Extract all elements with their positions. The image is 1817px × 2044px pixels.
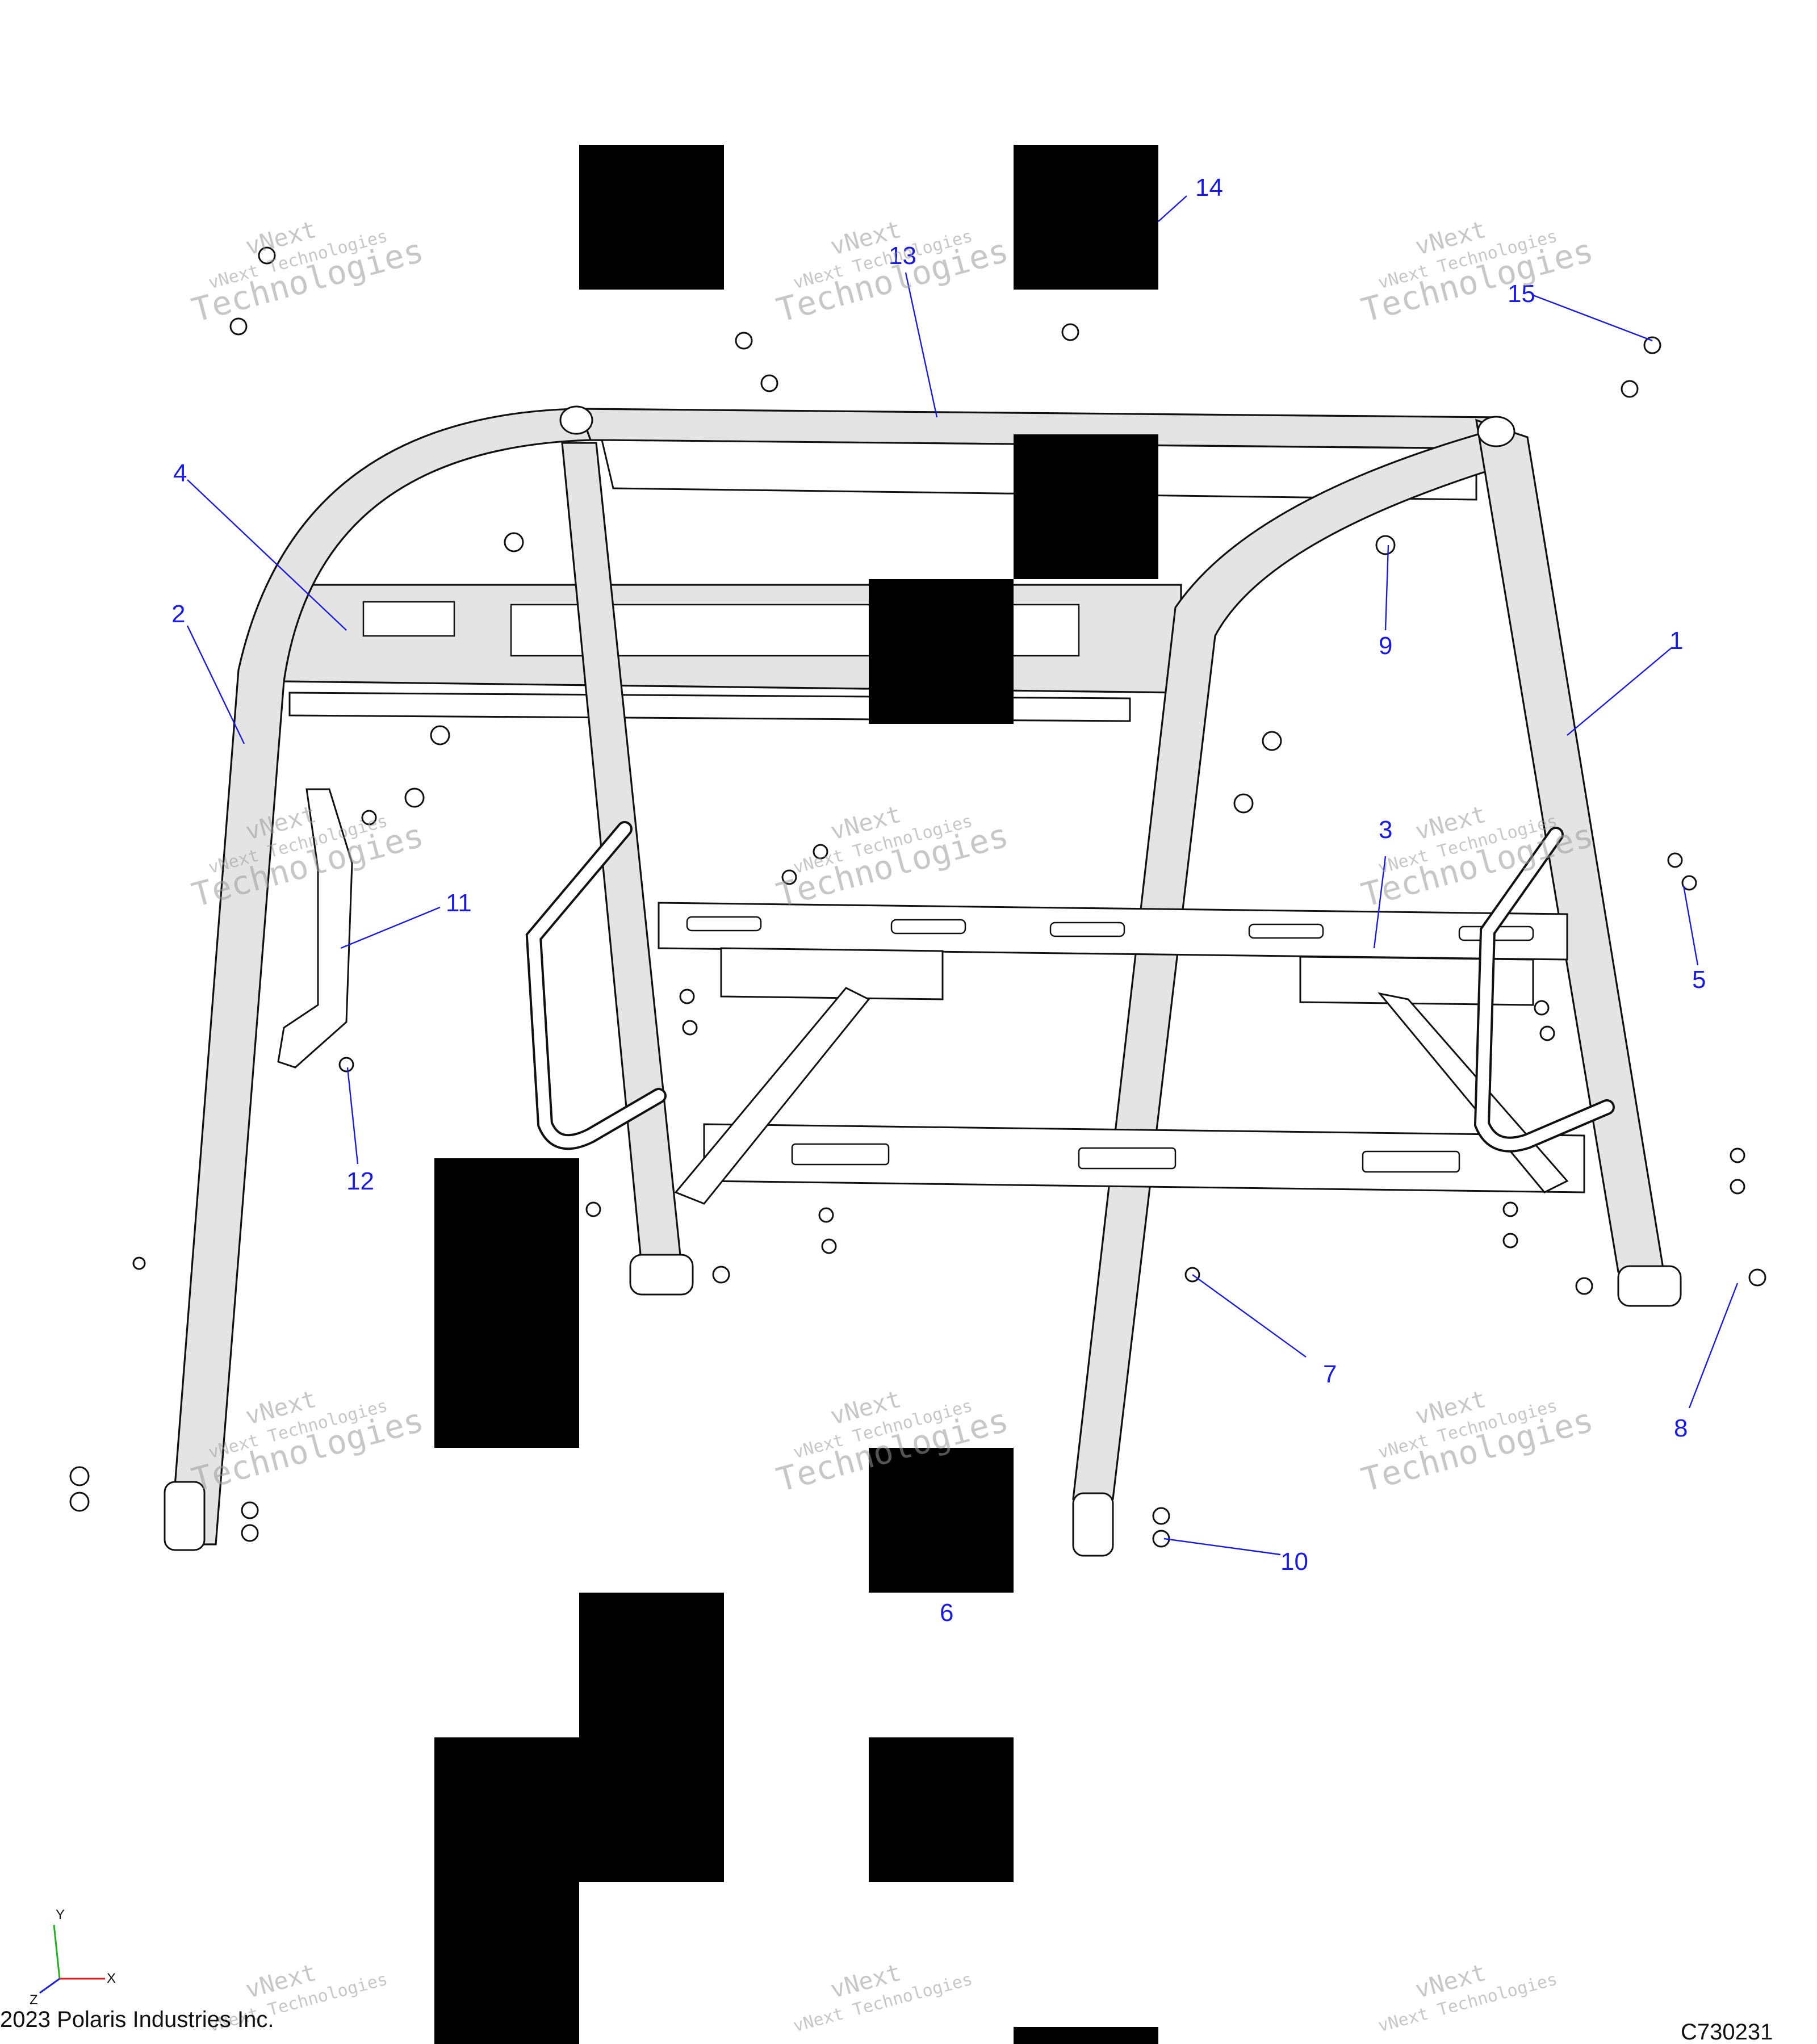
bolt-icon [1621, 380, 1639, 398]
callout-7: 7 [1323, 1360, 1337, 1388]
bolt-icon [1748, 1268, 1766, 1287]
roll-cage-drawing [164, 405, 1682, 1557]
left-front-pillar [169, 408, 592, 1545]
callout-9: 9 [1379, 632, 1392, 660]
rear-panel-slots [686, 916, 1534, 941]
right-front-foot [1072, 1492, 1114, 1557]
callout-1: 1 [1669, 627, 1683, 655]
nut-icon [818, 1207, 834, 1223]
nut-icon [430, 725, 450, 745]
bolt-icon [338, 1057, 354, 1073]
side-grab-bar [277, 788, 353, 1069]
axis-x-label: X [107, 1971, 116, 1986]
callout-4: 4 [173, 459, 187, 487]
redaction-blocks [434, 145, 1158, 2044]
bolt-icon [781, 869, 797, 885]
left-rear-foot [629, 1254, 694, 1296]
bolt-icon [1730, 1147, 1745, 1163]
callout-8: 8 [1674, 1414, 1688, 1442]
fasteners [69, 246, 1766, 1548]
nut-icon [1502, 1233, 1518, 1249]
bolt-icon [760, 374, 778, 392]
callout-labels: 1 2 3 4 5 6 7 8 9 10 11 12 13 14 15 [171, 174, 1706, 1627]
callout-11: 11 [446, 889, 472, 917]
nut-icon [1262, 731, 1282, 751]
axis-triad-icon: Y X Z [30, 1907, 116, 2008]
bolt-icon [1681, 875, 1697, 891]
nut-icon [712, 1266, 730, 1284]
rear-panel-bracket-right [1299, 956, 1534, 1006]
bolt-icon [735, 332, 753, 350]
nut-icon [1534, 1000, 1550, 1016]
bolt-icon [69, 1492, 90, 1512]
bolt-icon [132, 1256, 146, 1270]
nut-icon [504, 532, 524, 552]
bolt-icon [1061, 323, 1079, 341]
bolt-icon [258, 246, 276, 265]
left-diagonal-brace [674, 987, 870, 1205]
nut-icon [682, 1020, 698, 1036]
callout-3: 3 [1379, 816, 1392, 844]
nut-icon [679, 989, 695, 1004]
callout-5: 5 [1692, 966, 1706, 994]
bolt-icon [69, 1466, 90, 1486]
nut-icon [1575, 1277, 1593, 1295]
callout-10: 10 [1280, 1548, 1308, 1576]
washer-icon [241, 1524, 259, 1542]
callout-2: 2 [171, 600, 185, 628]
nut-icon [1233, 793, 1254, 814]
nut-icon [1375, 535, 1396, 555]
leader-lines [186, 195, 1739, 1556]
left-corner-cap [559, 405, 593, 435]
axis-y-label: Y [56, 1907, 65, 1922]
right-rear-foot [1617, 1265, 1682, 1307]
bolt-icon [1643, 336, 1661, 354]
callout-15: 15 [1508, 280, 1535, 308]
callout-14: 14 [1195, 174, 1223, 202]
bolt-icon [813, 844, 828, 860]
nut-icon [1539, 1025, 1555, 1041]
drawing-code: C730231 [1681, 2020, 1773, 2044]
washer-icon [1152, 1507, 1170, 1525]
callout-6: 6 [940, 1599, 953, 1627]
bolt-icon [585, 1201, 601, 1217]
nut-icon [1502, 1201, 1518, 1217]
left-front-foot [164, 1481, 206, 1551]
bolt-icon [361, 810, 377, 826]
washer-icon [1152, 1530, 1170, 1548]
axis-z-label: Z [30, 1992, 38, 2008]
bolt-icon [1667, 852, 1683, 868]
callout-12: 12 [346, 1167, 374, 1195]
bolt-icon [229, 317, 248, 336]
bolt-icon [1730, 1179, 1745, 1195]
header-slot-left [362, 601, 455, 637]
nut-icon [404, 788, 425, 808]
washer-icon [241, 1501, 259, 1519]
copyright-text: 2023 Polaris Industries Inc. [0, 2007, 274, 2032]
nut-icon [821, 1238, 837, 1254]
callout-13: 13 [889, 242, 916, 270]
rear-panel-bracket-left [720, 947, 944, 1000]
right-corner-cap [1477, 416, 1515, 447]
